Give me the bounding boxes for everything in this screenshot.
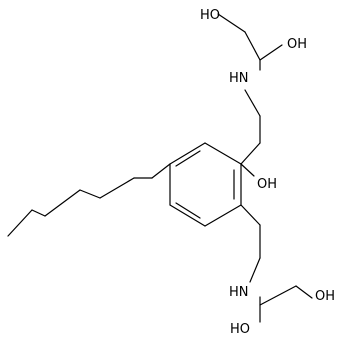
hexyl-bond xyxy=(7,209,33,237)
phenol-bond xyxy=(240,163,255,177)
hexyl-bond xyxy=(79,189,101,199)
ring-double-bond xyxy=(175,202,201,219)
ring-double-bond xyxy=(175,150,201,167)
hexyl-bond xyxy=(31,209,46,217)
hexyl-bond xyxy=(44,189,81,217)
atom-label-phenol-oh: OH xyxy=(257,177,277,192)
atom-label-bottom-nh: HN xyxy=(229,285,249,300)
ring-bond xyxy=(169,142,206,165)
ring-bond xyxy=(169,204,206,227)
ring-bond xyxy=(204,204,242,227)
top-ch-bond xyxy=(244,31,261,61)
ring-bond xyxy=(204,142,242,165)
atom-label-top-left-oh: HO xyxy=(200,8,220,23)
bottom-ch-bond xyxy=(295,285,313,299)
top-nh-bond xyxy=(244,89,261,117)
bottom-nh-bond xyxy=(249,257,261,283)
hexyl-bond xyxy=(151,163,171,179)
bottom-ch-bond xyxy=(259,285,297,306)
atom-label-bottom-right-oh: OH xyxy=(315,289,335,304)
atom-label-top-right-oh: OH xyxy=(287,37,307,52)
top-ch2-bond xyxy=(240,142,261,165)
bottom-ch2-bond xyxy=(240,204,261,226)
atom-label-bottom-left-oh: HO xyxy=(230,322,250,337)
top-ch-bond xyxy=(259,44,283,61)
hexyl-bond xyxy=(99,177,135,199)
atom-label-top-nh: HN xyxy=(229,71,249,86)
top-ch2oh-bond xyxy=(217,13,246,33)
